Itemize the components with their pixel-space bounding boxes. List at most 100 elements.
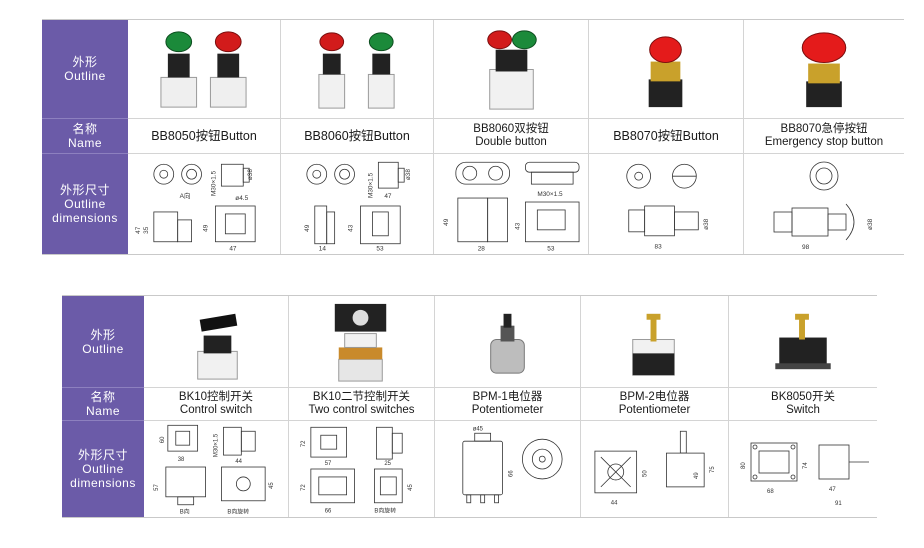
drawing-bb8050: ø38 M30×1.5 A向 ø4.5 47 35 49 47 [128,154,281,254]
dim-label: 53 [376,246,384,253]
dim-label: 45 [269,482,275,489]
emergency-stop-icon [801,32,847,108]
dims-header-en: Outline [82,462,124,476]
dim-label: 66 [325,509,332,515]
dims-header-cn: 外形尺寸 [59,183,110,197]
photo-bk8050 [729,296,877,388]
dim-label: 43 [514,222,521,230]
product-name-line: BB8070急停按钮 [780,123,868,135]
dim-label: B向 [180,508,190,516]
dim-label: 91 [835,501,842,507]
drawing-bb8060-double: M30×1.5 49 28 43 53 [434,154,589,254]
switch-icon [775,313,831,370]
product-name-line: BB8070按钮Button [613,128,719,143]
rotary-switch-icon [197,313,238,380]
dim-label: 25 [384,461,391,467]
drawing-bb8060: ø38 M30×1.5 47 49 43 14 53 [281,154,434,254]
name-header-en: Name [67,136,102,150]
dim-label: 38 [178,457,185,463]
dim-label: 45 [408,484,414,491]
dim-label: 47 [135,226,142,234]
drawing-bb8070-emergency: ø38 98 [744,154,904,254]
photo-bk10-two [289,296,435,388]
product-name: BK10控制开关 Control switch [144,388,289,421]
dimensions-header: 外形尺寸 Outline dimensions [42,154,128,254]
outline-header: 外形 Outline [62,296,144,388]
product-name: BB8060双按钮 Double button [434,119,589,154]
name-header: 名称 Name [42,119,128,154]
drawing-bk8050: 80 74 68 47 91 [729,421,877,517]
dim-label: B向旋转 [227,508,249,516]
product-name-line: BPM-1电位器 [472,391,543,403]
dim-label: ø38 [703,218,710,230]
dim-label: ø38 [867,218,874,230]
dim-label: B向旋转 [374,507,396,515]
dim-label: 44 [235,459,242,465]
drawing-bk10-two: 72 72 57 66 45 25 B向旋转 [289,421,435,517]
photo-bpm2 [581,296,729,388]
outline-header-en: Outline [64,69,106,83]
two-stage-switch-icon [334,303,387,382]
name-header-cn: 名称 [90,390,116,404]
dim-label: M30×1.5 [367,172,374,198]
product-table-buttons: 外形 Outline [42,19,904,255]
dim-label: ø38 [405,169,412,181]
product-name: BK8050开关 Switch [729,388,877,421]
product-name-line: BK8050开关 [771,391,835,403]
dim-label: 28 [478,246,486,253]
drawing-bk10: 60 38 M30×1.5 57 44 45 B向 B向旋转 [144,421,289,517]
potentiometer-icon [490,313,525,374]
product-name-line: Control switch [179,404,253,416]
red-mushroom-button-icon [648,36,683,108]
name-header-cn: 名称 [72,122,98,136]
photo-bb8060 [281,20,434,119]
product-name-line: Potentiometer [618,404,691,416]
product-name: BB8070急停按钮 Emergency stop button [744,119,904,154]
dimensions-row: 外形尺寸 Outline dimensions 60 38 M30×1.5 57… [62,421,877,517]
double-button-icon [487,30,537,110]
dim-label: 47 [229,246,237,253]
outline-header-cn: 外形 [90,327,116,342]
green-button-icon [367,32,395,109]
outline-row: 外形 Outline [42,20,904,119]
dim-label: 44 [611,501,618,507]
dim-label: 43 [348,224,355,232]
product-name: BB8060按钮Button [281,119,434,154]
dim-label: 57 [325,461,332,467]
dim-label: ø45 [473,426,484,432]
dim-label: ø38 [247,169,254,181]
red-button-icon [318,32,346,109]
dim-label: 83 [655,244,663,251]
name-row: 名称 Name BB8050按钮Button BB8060按钮Button BB… [42,119,904,154]
dim-label: 98 [802,244,810,251]
dim-label: 49 [202,224,209,232]
dim-label: 49 [443,218,450,226]
product-name: BPM-2电位器 Potentiometer [581,388,729,421]
product-name: BB8050按钮Button [128,119,281,154]
product-name-line: Emergency stop button [764,136,884,148]
photo-bpm1 [435,296,581,388]
dim-label: 14 [319,246,327,253]
drawing-bpm1: ø45 66 [435,421,581,517]
photo-bb8070 [589,20,744,119]
dims-header-en: Outline [64,197,106,211]
product-name: BPM-1电位器 Potentiometer [435,388,581,421]
product-name-line: Double button [475,136,547,148]
dim-label: 53 [547,246,555,253]
dim-label: 66 [508,470,514,477]
photo-bb8070-emergency [744,20,904,119]
outline-row: 外形 Outline [62,296,877,388]
dim-label: M30×1.5 [213,433,219,457]
dimensions-row: 外形尺寸 Outline dimensions ø38 M30×1.5 A向 ø… [42,154,904,254]
product-name-line: BK10控制开关 [178,391,254,403]
product-name-line: BB8060双按钮 [473,123,549,135]
product-name-line: BK10二节控制开关 [312,391,411,403]
product-name-line: BB8050按钮Button [151,128,257,143]
product-name-line: Two control switches [308,404,415,416]
dim-label: 68 [767,489,774,495]
drawing-bpm2: 50 44 49 75 [581,421,729,517]
dim-label: M30×1.5 [210,170,217,196]
outline-header-cn: 外形 [72,55,98,69]
potentiometer-icon [632,313,675,376]
dim-label: 72 [301,484,307,491]
